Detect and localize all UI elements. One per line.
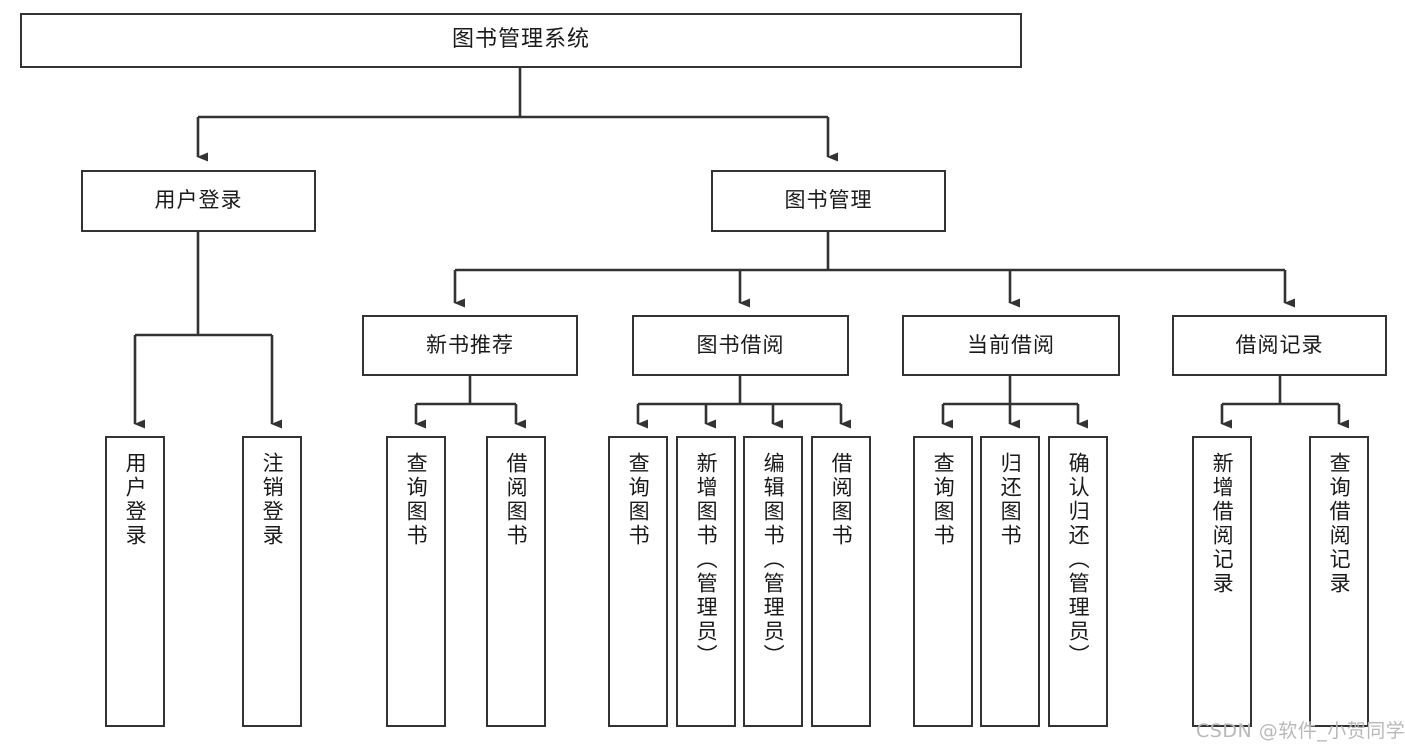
node-label: 用户登录 [154,188,243,213]
node-current-borrow[interactable]: 当前借阅 [902,315,1120,376]
leaf-borrow-record-query[interactable]: 查询借阅记录 [1309,436,1369,727]
node-label: 归还图书 [998,452,1023,548]
node-label: 注销登录 [260,452,285,548]
node-label: 新增图书（管理员） [694,452,719,668]
node-label: 查询图书 [931,452,956,548]
leaf-new-book-borrow[interactable]: 借阅图书 [486,436,546,727]
leaf-book-borrow-lend[interactable]: 借阅图书 [811,436,871,727]
node-user-login[interactable]: 用户登录 [81,170,316,232]
node-label: 新增借阅记录 [1210,452,1235,596]
leaf-user-login-signin[interactable]: 用户登录 [105,436,165,727]
node-label: 图书借阅 [696,332,785,357]
leaf-user-login-signout[interactable]: 注销登录 [242,436,302,727]
node-label: 确认归还（管理员） [1066,452,1091,668]
leaf-current-borrow-confirm-return[interactable]: 确认归还（管理员） [1048,436,1108,727]
leaf-book-borrow-add[interactable]: 新增图书（管理员） [676,436,736,727]
leaf-book-borrow-query[interactable]: 查询图书 [608,436,668,727]
node-new-book-recommend[interactable]: 新书推荐 [362,315,578,376]
node-label: 编辑图书（管理员） [761,452,786,668]
node-book-borrow[interactable]: 图书借阅 [632,315,849,376]
node-label: 借阅记录 [1235,332,1324,357]
node-label: 新书推荐 [426,332,514,357]
node-label: 查询图书 [626,452,651,548]
node-label: 借阅图书 [829,452,854,548]
leaf-current-borrow-query[interactable]: 查询图书 [913,436,973,727]
node-label: 用户登录 [123,452,148,548]
node-label: 当前借阅 [967,332,1055,357]
node-label: 借阅图书 [504,452,529,548]
csdn-watermark: CSDN @软件_小贺同学 [1196,720,1405,742]
node-borrow-record[interactable]: 借阅记录 [1172,315,1387,376]
node-label: 图书管理 [784,188,873,213]
node-label: 查询图书 [404,452,429,548]
leaf-borrow-record-add[interactable]: 新增借阅记录 [1192,436,1252,727]
leaf-book-borrow-edit[interactable]: 编辑图书（管理员） [743,436,803,727]
node-label: 图书管理系统 [451,27,590,53]
leaf-current-borrow-return[interactable]: 归还图书 [980,436,1040,727]
node-label: 查询借阅记录 [1327,452,1352,596]
node-root-system[interactable]: 图书管理系统 [20,13,1022,68]
leaf-new-book-query[interactable]: 查询图书 [386,436,446,727]
node-book-management[interactable]: 图书管理 [711,170,946,232]
